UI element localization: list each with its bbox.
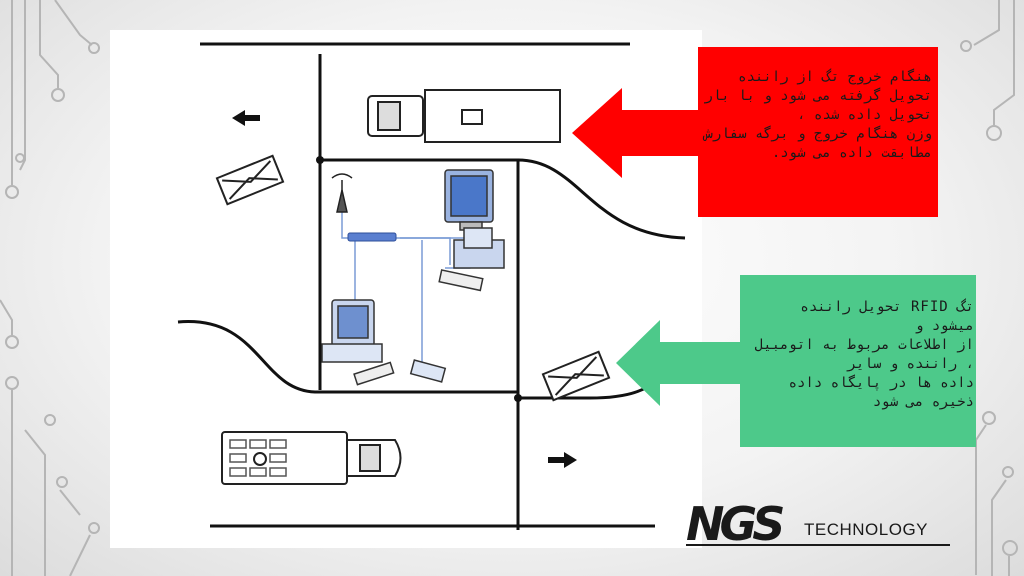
arrow-left-icon [232,110,260,126]
rfid-tag-icon [541,350,611,402]
logo-mark: NGS [686,497,785,551]
router-icon [409,359,447,383]
arrow-left-icon [616,320,746,406]
logo-subtitle: TECHNOLOGY [804,520,929,539]
antenna-icon [331,173,353,213]
exit-callout-text: هنگام خروج تگ از راننده تحویل گرفته می ش… [704,69,932,161]
arrow-left-icon [572,88,702,178]
exit-callout-box [698,47,938,217]
truck-icon [367,89,561,143]
circuit-decoration-right [960,0,1018,576]
switch-icon [347,232,397,242]
truck-icon [221,431,402,485]
computer-icon [321,299,395,386]
junction-dot [316,156,324,164]
entry-callout-text: تگ RFID تحویل راننده میشود و از اطلاعات … [754,299,974,410]
diagram-drawing [177,42,686,530]
junction-dot [514,394,522,402]
circuit-decoration-left [0,0,100,576]
rfid-tag-icon [215,154,285,206]
computer-icon [438,169,505,292]
logo-underline [686,544,950,546]
arrow-right-icon [548,452,577,468]
company-logo: NGS TECHNOLOGY [686,500,950,548]
entry-callout-box [740,275,976,447]
